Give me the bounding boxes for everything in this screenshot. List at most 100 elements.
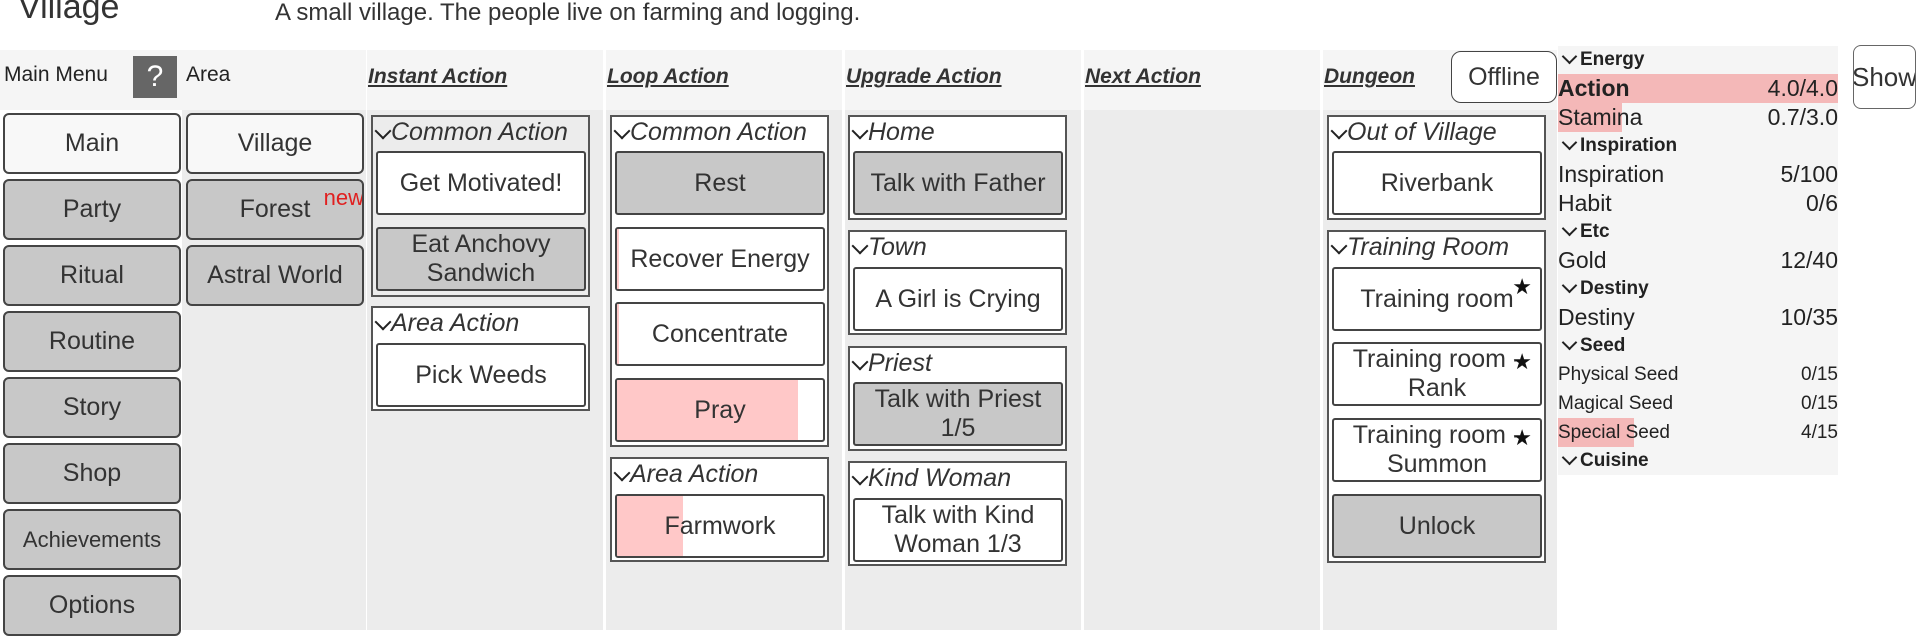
dungeon-label: Dungeon [1324,65,1415,88]
stat-value: 0/15 [1801,393,1838,414]
upgrade-action-label: Upgrade Action [846,65,1002,88]
menu-main-button[interactable]: Main [3,113,181,174]
stat-value: 10/35 [1780,304,1838,330]
group-title[interactable]: Out of Village [1329,117,1544,148]
instant-header [367,50,603,110]
menu-routine-button[interactable]: Routine [3,311,181,372]
stat-section-inspiration[interactable]: Inspiration [1558,132,1838,160]
menu-options-button[interactable]: Options [3,575,181,636]
talk-with-father-button[interactable]: Talk with Father [853,151,1063,215]
rest-button[interactable]: Rest [615,151,825,215]
menu-story-button[interactable]: Story [3,377,181,438]
star-icon: ★ [1512,349,1532,374]
group-title[interactable]: Home [850,117,1065,148]
group-title[interactable]: Common Action [373,117,588,148]
stat-label: Physical Seed [1558,364,1679,385]
stat-row: Stamina 0.7/3.0 [1558,103,1838,132]
stat-section-destiny[interactable]: Destiny [1558,275,1838,303]
stat-row: Destiny 10/35 [1558,303,1838,332]
group-title[interactable]: Area Action [373,308,588,339]
area-header [182,50,366,110]
area-village-button[interactable]: Village [186,113,364,174]
stat-label: Action [1558,75,1630,101]
training-room-summon-button[interactable]: Training room - Summon★ [1332,418,1542,482]
next-header [1084,50,1320,110]
stat-section-seed[interactable]: Seed [1558,332,1838,360]
a-girl-is-crying-button[interactable]: A Girl is Crying [853,267,1063,331]
stat-value: 0.7/3.0 [1767,104,1838,130]
group-title[interactable]: Common Action [612,117,827,148]
menu-ritual-button[interactable]: Ritual [3,245,181,306]
stat-section-etc[interactable]: Etc [1558,218,1838,246]
riverbank-button[interactable]: Riverbank [1332,151,1542,215]
page-title: Village [18,0,120,26]
talk-with-kind-woman-button[interactable]: Talk with Kind Woman 1/3 [853,498,1063,562]
stat-label: Habit [1558,190,1612,216]
chevron-down-icon [374,122,392,140]
talk-with-priest-button[interactable]: Talk with Priest 1/5 [853,382,1063,446]
chevron-down-icon [374,313,392,331]
unlock-button[interactable]: Unlock [1332,494,1542,558]
eat-anchovy-sandwich-button[interactable]: Eat Anchovy Sandwich [376,227,586,291]
chevron-down-icon [1561,334,1578,351]
progress-fill [617,496,683,556]
training-room-button[interactable]: Training room★ [1332,267,1542,331]
stat-section-energy[interactable]: Energy [1558,46,1838,74]
chevron-down-icon [1561,134,1578,151]
stat-value: 4/15 [1801,422,1838,443]
offline-button[interactable]: Offline [1451,51,1557,103]
area-description: A small village. The people live on farm… [275,0,861,26]
group-title[interactable]: Town [850,232,1065,263]
menu-shop-button[interactable]: Shop [3,443,181,504]
next-action-label: Next Action [1085,65,1201,88]
stat-section-cuisine[interactable]: Cuisine [1558,447,1838,475]
group-title[interactable]: Training Room [1329,232,1544,263]
chevron-down-icon [1330,122,1348,140]
pray-button[interactable]: Pray [615,378,825,442]
farmwork-button[interactable]: Farmwork [615,494,825,558]
training-room-rank-button[interactable]: Training room - Rank★ [1332,342,1542,406]
stat-fill [1558,74,1838,103]
stat-fill [1558,103,1623,132]
main-menu-label: Main Menu [4,63,108,86]
instant-action-label: Instant Action [368,65,508,88]
show-button[interactable]: Show [1853,45,1916,109]
stat-label: Destiny [1558,304,1635,330]
concentrate-button[interactable]: Concentrate [615,302,825,366]
pick-weeds-button[interactable]: Pick Weeds [376,343,586,407]
chevron-down-icon [851,122,869,140]
stat-row: Habit 0/6 [1558,189,1838,218]
chevron-down-icon [613,122,631,140]
stat-label: Stamina [1558,104,1643,130]
stat-fill [1558,418,1634,447]
get-motivated-button[interactable]: Get Motivated! [376,151,586,215]
chevron-down-icon [1330,237,1348,255]
upgrade-header [845,50,1081,110]
chevron-down-icon [613,464,631,482]
loop-header [606,50,842,110]
star-icon: ★ [1512,425,1532,450]
chevron-down-icon [1561,449,1578,466]
group-title[interactable]: Priest [850,348,1065,379]
chevron-down-icon [1561,48,1578,65]
stat-value: 0/6 [1806,190,1838,216]
recover-energy-button[interactable]: Recover Energy [615,227,825,291]
stat-label: Gold [1558,247,1607,273]
menu-party-button[interactable]: Party [3,179,181,240]
new-badge: new [323,185,364,210]
chevron-down-icon [851,237,869,255]
stat-label: Special Seed [1558,422,1670,443]
menu-achievements-button[interactable]: Achievements [3,509,181,570]
group-title[interactable]: Area Action [612,459,827,490]
group-title[interactable]: Kind Woman [850,463,1065,494]
area-astral-world-button[interactable]: Astral World [186,245,364,306]
next-column-bg [1084,50,1320,630]
progress-fill [617,229,620,289]
help-icon[interactable]: ? [133,56,177,98]
